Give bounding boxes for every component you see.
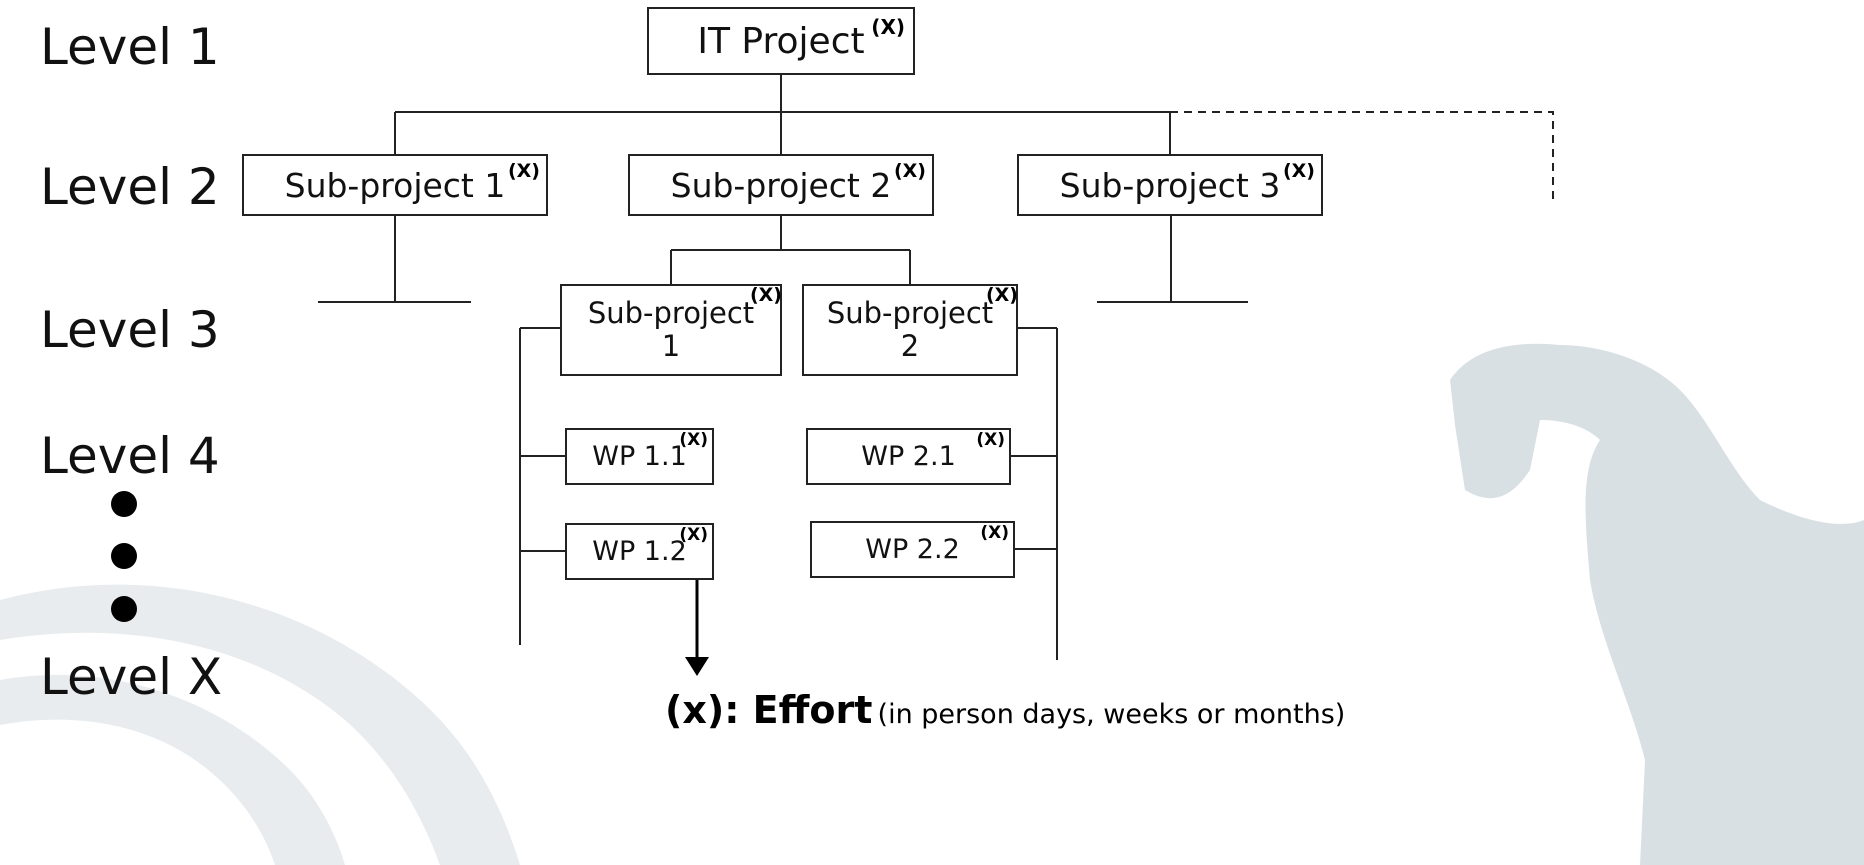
box-label: Sub-project 2 [670,165,892,205]
sub-project-2-box: Sub-project 2 (X) [628,154,934,216]
ellipsis-dot [111,596,137,622]
sub-project-3-box: Sub-project 3 (X) [1017,154,1323,216]
box-label: WP 2.2 [865,534,960,565]
box-label: IT Project [697,20,865,62]
effort-marker: (X) [679,430,708,450]
level-label: Level 3 [40,301,220,359]
level-label: Level 2 [40,158,220,216]
wp-2-2-box: WP 2.2 (X) [810,521,1015,578]
effort-marker: (X) [980,523,1009,543]
effort-marker: (X) [679,525,708,545]
effort-marker: (X) [976,430,1005,450]
effort-marker: (X) [507,160,540,182]
legend-key: (x): Effort [665,688,873,732]
box-label: WP 1.1 [592,441,687,472]
effort-marker: (X) [871,15,905,39]
box-label: WP 2.1 [861,441,956,472]
box-label: WP 1.2 [592,536,687,567]
level-label: Level X [40,648,223,706]
wp-1-2-box: WP 1.2 (X) [565,523,714,580]
ellipsis-dot [111,491,137,517]
effort-marker: (X) [985,284,1018,306]
effort-marker: (X) [1282,160,1315,182]
sub-sub-project-2-box: Sub-project 2 (X) [802,284,1018,376]
ellipsis-dot [111,543,137,569]
effort-marker: (X) [749,284,782,306]
box-label: Sub-project 1 [284,165,506,205]
legend-note: (in person days, weeks or months) [877,699,1346,730]
wp-1-1-box: WP 1.1 (X) [565,428,714,485]
sub-sub-project-1-box: Sub-project 1 (X) [560,284,782,376]
wp-2-1-box: WP 2.1 (X) [806,428,1011,485]
effort-marker: (X) [893,160,926,182]
box-label: Sub-project 1 [587,295,755,363]
level-label: Level 1 [40,18,220,76]
box-label: Sub-project 2 [826,295,994,363]
it-project-box: IT Project (X) [647,7,915,75]
level-label: Level 4 [40,427,220,485]
box-label: Sub-project 3 [1059,165,1281,205]
effort-legend: (x): Effort (in person days, weeks or mo… [665,688,1345,732]
sub-project-1-box: Sub-project 1 (X) [242,154,548,216]
